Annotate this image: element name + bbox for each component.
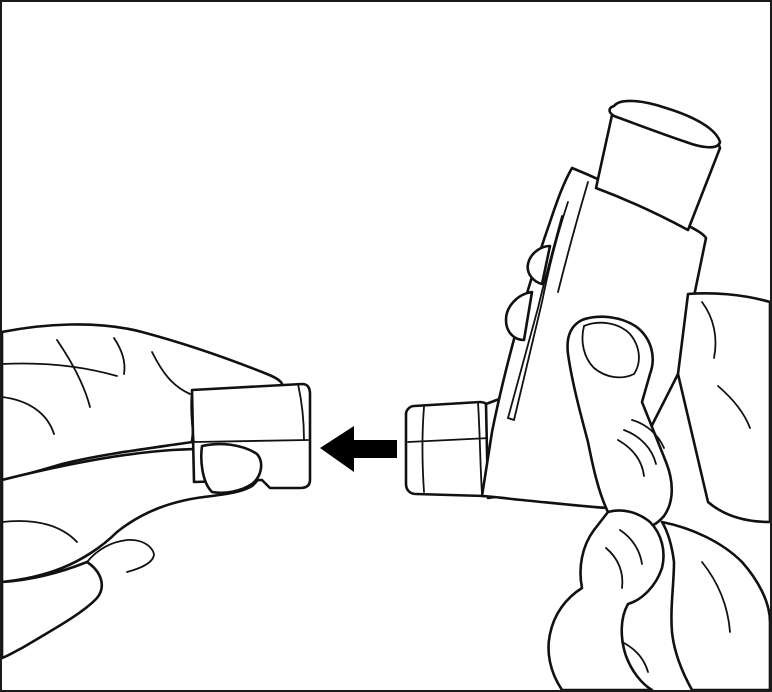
inhaler <box>404 99 722 510</box>
direction-arrow <box>320 426 397 472</box>
mouthpiece-cap <box>190 382 312 495</box>
left-hand <box>2 323 284 660</box>
right-hand <box>504 244 770 690</box>
